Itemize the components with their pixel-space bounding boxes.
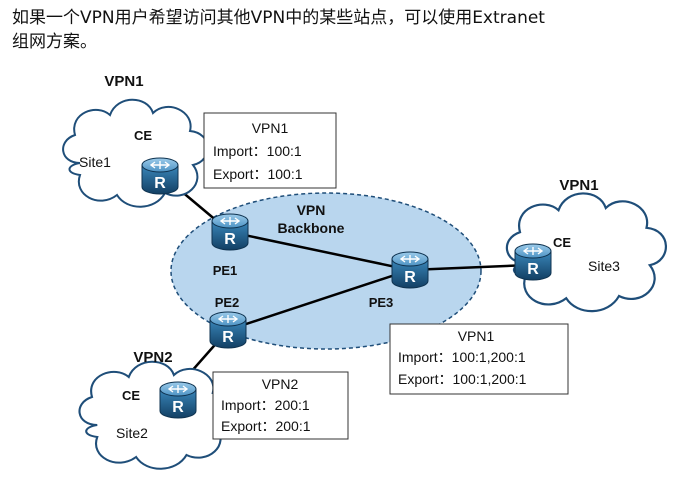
- pe2-box-import: Import：200:1: [221, 397, 310, 413]
- pe1-box-title: VPN1: [252, 120, 289, 136]
- backbone-label-line-1: VPN: [297, 202, 326, 218]
- link-pe3-ce3: [409, 263, 531, 272]
- pe1-box-import: Import：100:1: [213, 143, 302, 159]
- backbone-label-line-2: Backbone: [278, 220, 345, 236]
- ce3-router-glyph: R: [527, 261, 539, 278]
- pe2-box-export: Export：200:1: [221, 418, 311, 434]
- pe2-label: PE2: [215, 295, 240, 310]
- ce1-router-glyph: R: [154, 175, 166, 192]
- link-pe1-pe3: [229, 230, 411, 272]
- link-pe2-pe3: [227, 268, 411, 332]
- pe3-box-import: Import：100:1,200:1: [398, 349, 526, 365]
- ce2-router-icon: R: [159, 381, 197, 419]
- pe1-box-export: Export：100:1: [213, 166, 303, 182]
- pe1-router-icon: R: [211, 213, 249, 251]
- site3-vpn-label: VPN1: [559, 177, 598, 194]
- pe2-box-title: VPN2: [262, 376, 299, 392]
- pe1-vrf-box: VPN1 Import：100:1 Export：100:1: [203, 112, 337, 189]
- site3-ce-label: CE: [553, 235, 571, 250]
- ce3-router-icon: R: [514, 243, 552, 281]
- site2-ce-label: CE: [122, 388, 140, 403]
- pe1-router-glyph: R: [224, 231, 236, 248]
- pe3-label: PE3: [369, 295, 394, 310]
- site1-vpn-label: VPN1: [104, 73, 143, 90]
- pe2-router-glyph: R: [222, 329, 234, 346]
- ce2-router-glyph: R: [172, 399, 184, 416]
- pe3-box-export: Export：100:1,200:1: [398, 371, 527, 387]
- pe3-vrf-box: VPN1 Import：100:1,200:1 Export：100:1,200…: [389, 323, 569, 395]
- pe2-router-icon: R: [209, 311, 247, 349]
- pe3-box-title: VPN1: [458, 328, 495, 344]
- pe3-router-glyph: R: [404, 269, 416, 286]
- site1-name: Site1: [79, 154, 111, 170]
- site2-cloud: [78, 360, 233, 470]
- heading-line-2: 组网方案。: [12, 32, 97, 52]
- site3-name: Site3: [588, 258, 620, 274]
- diagram-heading: 如果一个VPN用户希望访问其他VPN中的某些站点，可以使用Extranet 组网…: [12, 6, 667, 54]
- heading-line-1: 如果一个VPN用户希望访问其他VPN中的某些站点，可以使用Extranet: [12, 8, 545, 28]
- ce1-router-icon: R: [141, 157, 179, 195]
- pe1-label: PE1: [213, 263, 238, 278]
- site2-name: Site2: [116, 425, 148, 441]
- site1-ce-label: CE: [134, 128, 152, 143]
- pe3-router-icon: R: [391, 251, 429, 289]
- site2-vpn-label: VPN2: [133, 349, 172, 366]
- pe2-vrf-box: VPN2 Import：200:1 Export：200:1: [212, 371, 349, 440]
